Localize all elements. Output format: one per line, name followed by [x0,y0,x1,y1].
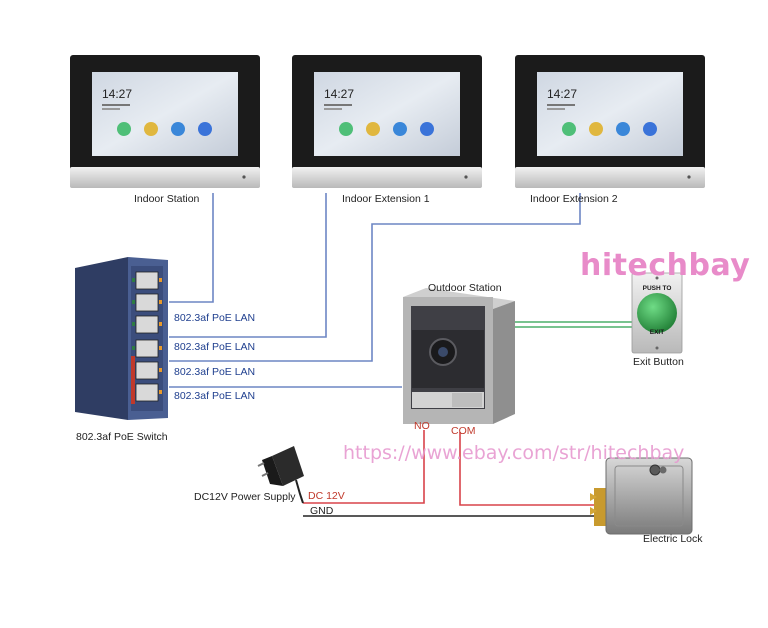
keyhole-icon [649,464,661,476]
watermark-url: https://www.ebay.com/str/hitechbay [343,442,685,464]
electric-lock [590,457,693,535]
message-icon [589,122,603,136]
label-poe-lan-1: 802.3af PoE LAN [174,312,256,324]
label-outdoor-station: Outdoor Station [428,282,502,294]
indoor-extension-2-monitor: 14:27 [515,55,705,188]
label-com: COM [451,425,476,437]
settings-icon [420,122,434,136]
call-icon [117,122,131,136]
lan-wires [169,193,581,388]
indoor-extension-1-monitor: 14:27 [292,55,482,188]
call-icon [339,122,353,136]
label-no: NO [414,420,430,432]
monitor-time: 14:27 [102,87,132,101]
red-wire-com [459,432,600,506]
power-supply-adapter [257,446,304,504]
live-view-icon [393,122,407,136]
settings-icon [643,122,657,136]
live-view-icon [171,122,185,136]
label-indoor-extension-1: Indoor Extension 1 [342,193,430,205]
label-electric-lock: Electric Lock [643,533,703,545]
label-gnd: GND [310,505,334,517]
outdoor-station [403,288,515,424]
exit-button-text-top: PUSH TO [643,285,672,292]
lan-wire-indoor-station [169,193,214,303]
power-wires [303,430,600,517]
message-icon [144,122,158,136]
label-power-supply: DC12V Power Supply [194,491,296,503]
message-icon [366,122,380,136]
live-view-icon [616,122,630,136]
red-wire-no [303,430,425,504]
label-poe-lan-3: 802.3af PoE LAN [174,366,256,378]
label-indoor-station: Indoor Station [134,193,200,205]
call-icon [562,122,576,136]
label-poe-lan-2: 802.3af PoE LAN [174,341,256,353]
label-dc12v: DC 12V [308,490,345,502]
exit-button-device: PUSH TO EXIT [631,272,683,354]
exit-button-text-bottom: EXIT [650,329,664,336]
label-poe-lan-4: 802.3af PoE LAN [174,390,256,402]
label-indoor-extension-2: Indoor Extension 2 [530,193,618,205]
watermark-brand: hitechbay [580,248,751,283]
label-poe-switch: 802.3af PoE Switch [76,431,168,443]
lan-wire-extension-2 [169,193,581,362]
green-wires [513,321,632,328]
monitor-time: 14:27 [547,87,577,101]
monitor-time: 14:27 [324,87,354,101]
lan-wire-extension-1 [169,193,327,338]
poe-switch [75,257,168,420]
settings-icon [198,122,212,136]
label-exit-button: Exit Button [633,356,684,368]
push-button-icon [637,293,677,333]
indoor-station-monitor: 14:27 [70,55,260,188]
